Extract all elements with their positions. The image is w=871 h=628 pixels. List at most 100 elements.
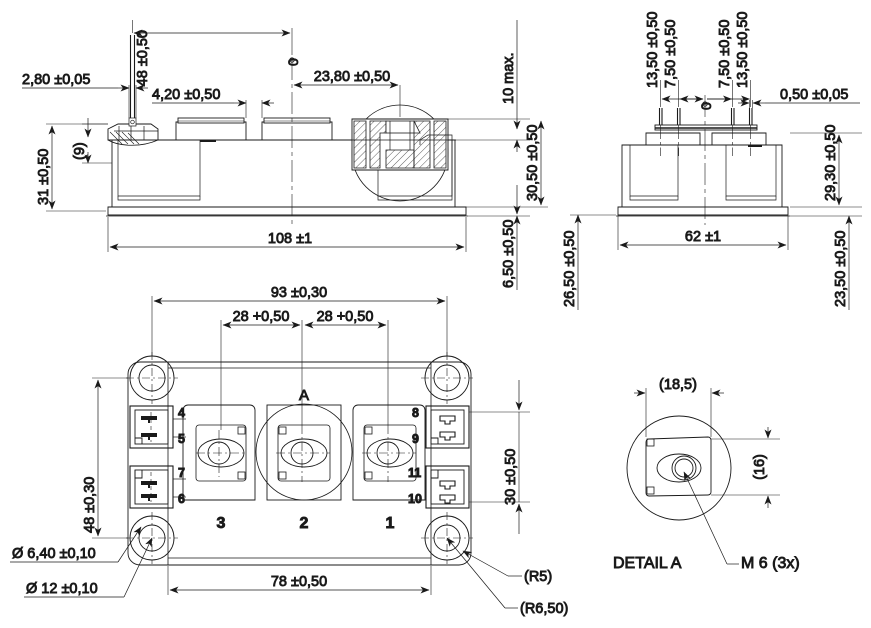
dim-48-pin-offset: 48 ±0,50: [132, 20, 293, 87]
dim-label-3050: 30,50 ±0,50: [525, 125, 541, 202]
aux-pin-label-11: 11: [408, 466, 421, 480]
svg-text:0: 0: [285, 58, 301, 66]
side-pin-dim-chain: 13,50 ±0,50 7,50 ±0,50 7,50 ±0,50 13,50 …: [645, 11, 751, 107]
dim-label-2380: 23,80 ±0,50: [314, 69, 391, 85]
dim-label-750-left: 7,50 ±0,50: [663, 20, 679, 88]
callout-r650: (R6,50): [446, 537, 569, 617]
front-baseplate: [107, 206, 467, 216]
dim-420-terminal-gap: 4,20 ±0,50: [152, 87, 274, 118]
dim-label-9: (9): [72, 142, 88, 160]
aux-pin-label-4: 4: [178, 406, 185, 420]
dim-label-hole-640: Ø 6,40 ±0,10: [12, 546, 96, 562]
plan-aux-pin-labels-right: 8 9 11 10: [408, 406, 423, 507]
aux-pin-label-9: 9: [412, 432, 419, 446]
front-aux-pin-block: [107, 35, 159, 146]
dim-9-ref-height: (9): [72, 118, 112, 164]
dim-label-280: 2,80 ±0,05: [22, 72, 90, 88]
power-terminal-label-1: 1: [386, 515, 395, 532]
dim-650-baseplate: 6,50 ±0,50: [468, 185, 530, 290]
dim-label-185: (18,5): [659, 377, 697, 393]
front-view-group: 0 48 ±0,50 2,80 ±0,05 4,20 ±0,50 23,80: [22, 20, 548, 290]
dim-050-pin-thickness: 0,50 ±0,05: [738, 87, 860, 108]
plan-aux-connector-left-top: [129, 405, 174, 449]
plan-aux-connector-right-top: [425, 405, 470, 449]
dim-label-16: (16): [752, 454, 768, 480]
front-housing: [111, 139, 456, 207]
dim-16-detail-height: (16): [711, 427, 780, 508]
dim-28-pitch-left: 28 +0,50: [220, 309, 303, 430]
dim-label-1350-right: 13,50 ±0,50: [735, 12, 751, 89]
callout-r5: (R5): [462, 550, 553, 585]
dim-10-max-height: 10 max.: [448, 20, 530, 152]
dim-280-pin-width: 2,80 ±0,05: [22, 72, 148, 118]
dim-label-420: 4,20 ±0,50: [152, 87, 220, 103]
dim-label-650: 6,50 ±0,50: [501, 220, 517, 288]
dim-label-93: 93 ±0,30: [271, 285, 327, 301]
front-datum-marker: 0: [285, 57, 301, 66]
plan-aux-connector-left-bottom: [129, 465, 174, 509]
front-terminal-pads: [175, 117, 333, 142]
dim-label-hole-12: Ø 12 ±0,10: [26, 581, 98, 597]
front-left-foot: [117, 140, 201, 197]
svg-text:0: 0: [698, 102, 714, 110]
dim-label-78: 78 ±0,50: [271, 574, 327, 590]
dim-2650-ref: 26,50 ±0,50: [562, 214, 616, 310]
dim-28-pitch-right: 28 +0,50: [304, 309, 389, 425]
aux-pin-label-10: 10: [408, 492, 422, 506]
dim-label-2350: 23,50 ±0,50: [833, 231, 849, 308]
dim-31-total-height: 31 ±0,50: [36, 123, 108, 212]
aux-pin-label-6: 6: [178, 492, 185, 506]
dim-93-mount-span: 93 ±0,30: [151, 285, 448, 356]
callout-hole-640: Ø 6,40 ±0,10: [10, 526, 142, 562]
plan-mounting-holes: [126, 352, 473, 564]
dim-label-28-left: 28 +0,50: [233, 309, 290, 325]
dim-label-30: 30 ±0,50: [503, 449, 519, 505]
power-terminal-label-2: 2: [300, 515, 309, 532]
side-housing: [621, 144, 783, 207]
dim-label-62: 62 ±1: [685, 229, 721, 245]
dim-2380-screw-offset: 23,80 ±0,50: [293, 69, 401, 117]
aux-pin-label-5: 5: [178, 432, 185, 446]
dim-185-detail-width: (18,5): [634, 377, 724, 437]
dim-label-10max: 10 max.: [501, 52, 517, 104]
side-view-group: 0 13,50 ±0,50 7,50 ±0,50 7,50 ±0,50 13,5…: [562, 11, 862, 310]
plan-aux-connector-right-bottom: [425, 465, 470, 509]
plan-aux-pin-labels-left: 4 5 7 6: [173, 406, 186, 506]
plan-view-group: 4 5 7 6 8 9 11 10 3 2 1 A: [10, 285, 569, 617]
dim-label-750-right: 7,50 ±0,50: [717, 20, 733, 88]
front-screw-boss-section: [351, 104, 456, 202]
dim-label-108: 108 ±1: [268, 231, 312, 247]
callout-m6: M 6 (3x): [683, 471, 800, 572]
plan-power-terminals: [182, 403, 426, 501]
dim-label-r5: (R5): [524, 569, 552, 585]
dim-2350-ref: 23,50 ±0,50: [790, 215, 862, 310]
power-terminal-label-3: 3: [217, 515, 226, 532]
dim-48-mount-span: 48 ±0,30: [82, 377, 128, 539]
dim-3050-body-height: 30,50 ±0,50: [456, 120, 548, 208]
dim-2930-height: 29,30 ±0,50: [790, 124, 862, 208]
side-datum-marker: 0: [698, 101, 714, 110]
side-baseplate: [617, 206, 789, 216]
dim-30-terminal-span: 30 ±0,50: [469, 380, 530, 534]
dim-label-28-right: 28 +0,50: [317, 309, 374, 325]
dim-label-2930: 29,30 ±0,50: [823, 125, 839, 202]
dim-78-body-width: 78 ±0,50: [167, 566, 432, 595]
dim-label-48: 48 ±0,50: [135, 30, 151, 86]
detail-marker-a: A: [299, 387, 309, 404]
dim-108-length: 108 ±1: [107, 217, 467, 252]
dim-label-m6: M 6 (3x): [741, 555, 800, 572]
detail-a-group: (18,5) (16) DETAIL A M 6 (3x): [613, 377, 801, 573]
dim-label-1350-left: 13,50 ±0,50: [645, 12, 661, 89]
dim-label-31: 31 ±0,50: [36, 149, 52, 205]
detail-a-caption: DETAIL A: [613, 555, 682, 572]
aux-pin-label-7: 7: [178, 466, 185, 480]
dim-label-r650: (R6,50): [520, 601, 568, 617]
side-terminal-blocks: [645, 108, 767, 156]
detail-a-circle: [626, 415, 732, 521]
dim-62-width: 62 ±1: [617, 216, 789, 250]
dim-label-2650: 26,50 ±0,50: [562, 231, 578, 308]
dim-label-050: 0,50 ±0,05: [780, 87, 848, 103]
callout-hole-12: Ø 12 ±0,10: [24, 537, 153, 597]
